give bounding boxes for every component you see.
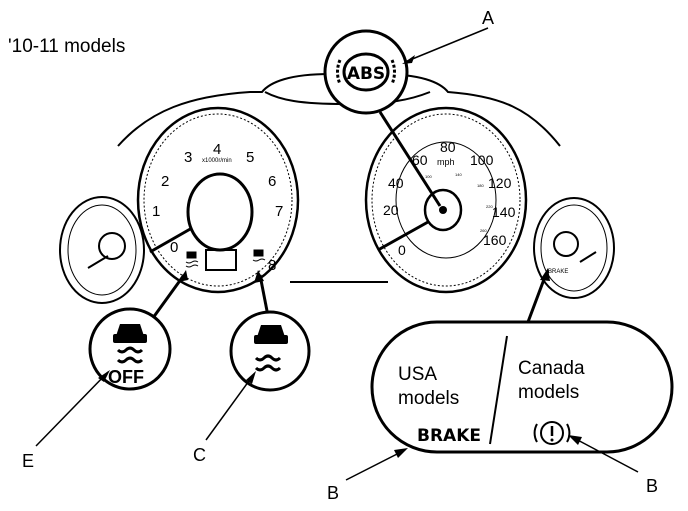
c-arrowhead	[246, 371, 256, 384]
callout-b-right-label: B	[646, 476, 658, 496]
a-arrowhead	[402, 55, 415, 64]
tachometer: 0 1 2 3 4 5 6 7 8 x1000r/min	[136, 106, 300, 294]
speed-inner-tick-100: 100	[425, 174, 432, 179]
vsa-off-label: OFF	[108, 367, 144, 387]
tach-tick-3: 3	[184, 149, 192, 166]
speedometer: 0 20 40 60 80 100 120 140 160 mph 100 14…	[364, 106, 528, 294]
vsa-arrowhead	[254, 270, 264, 283]
tach-tick-1: 1	[152, 203, 160, 220]
vsa-off-arrowhead	[178, 270, 188, 282]
tach-tick-7: 7	[275, 203, 283, 220]
abs-label: ABS	[347, 64, 385, 84]
vsa-off-leader-line	[148, 274, 186, 323]
brake-leader-line	[526, 273, 548, 323]
abs-leader-line	[378, 111, 442, 207]
canada-models-line1: Canada	[518, 358, 585, 379]
usa-models-line1: USA	[398, 364, 437, 385]
b-left-arrowhead	[394, 448, 408, 458]
right-gauge-brake-label: BRAKE	[548, 269, 568, 275]
a-leader-line	[404, 27, 489, 63]
callout-e-label: E	[22, 451, 34, 471]
speed-tick-140: 140	[492, 204, 516, 220]
vsa-car-icon	[254, 325, 288, 372]
region-divider	[489, 335, 508, 445]
abs-indicator-callout: ABS	[323, 29, 409, 115]
vsa-off-indicator-callout: OFF	[88, 307, 172, 391]
model-years-title: '10-11 models	[8, 36, 125, 57]
speed-inner-tick-260: 260	[480, 228, 487, 233]
b-left-leader-line	[345, 449, 406, 481]
vsa-off-car-icon	[113, 324, 147, 364]
tach-tick-8: 8	[268, 257, 276, 274]
tach-tick-5: 5	[246, 149, 254, 166]
canada-models-line2: models	[518, 382, 579, 403]
left-small-gauge	[59, 196, 145, 304]
speed-inner-tick-140: 140	[455, 172, 462, 177]
usa-brake-label: BRAKE	[417, 426, 481, 446]
tachometer-needle	[149, 226, 193, 254]
speed-inner-tick-180: 180	[477, 183, 484, 188]
usa-models-line2: models	[398, 388, 459, 409]
speed-tick-40: 40	[388, 175, 404, 191]
c-leader-line	[205, 373, 255, 441]
e-arrowhead	[98, 370, 110, 382]
tach-vsa-off-lamp	[185, 251, 199, 268]
b-right-leader-line	[571, 436, 639, 473]
vsa-leader-line	[258, 274, 270, 317]
tach-tick-6: 6	[268, 173, 276, 190]
speedometer-needle	[377, 220, 429, 252]
brake-arrowhead	[540, 268, 550, 281]
e-leader-line	[35, 371, 109, 447]
right-small-gauge: BRAKE	[533, 197, 615, 299]
tach-unit: x1000r/min	[202, 158, 232, 164]
tach-tick-0: 0	[170, 239, 178, 256]
b-right-arrowhead	[568, 435, 582, 445]
callout-b-left-label: B	[327, 483, 339, 503]
speed-unit: mph	[437, 157, 455, 167]
speed-tick-160: 160	[483, 232, 507, 248]
speed-tick-80: 80	[440, 139, 456, 155]
canada-brake-icon	[533, 421, 571, 445]
tach-vsa-lamp	[252, 249, 266, 262]
vsa-indicator-callout	[229, 310, 311, 392]
brake-indicator-callout: USA models Canada models BRAKE	[370, 320, 674, 454]
tach-tick-2: 2	[161, 173, 169, 190]
abs-icon	[342, 52, 390, 92]
speed-tick-0: 0	[398, 242, 406, 258]
callout-c-label: C	[193, 445, 206, 465]
speed-tick-120: 120	[488, 175, 512, 191]
speed-inner-tick-220: 220	[486, 204, 493, 209]
speed-tick-60: 60	[412, 152, 428, 168]
odometer-window	[205, 249, 237, 271]
speed-tick-20: 20	[383, 202, 399, 218]
tach-tick-4: 4	[213, 141, 221, 158]
speed-tick-100: 100	[470, 152, 494, 168]
callout-a-label: A	[482, 8, 494, 28]
